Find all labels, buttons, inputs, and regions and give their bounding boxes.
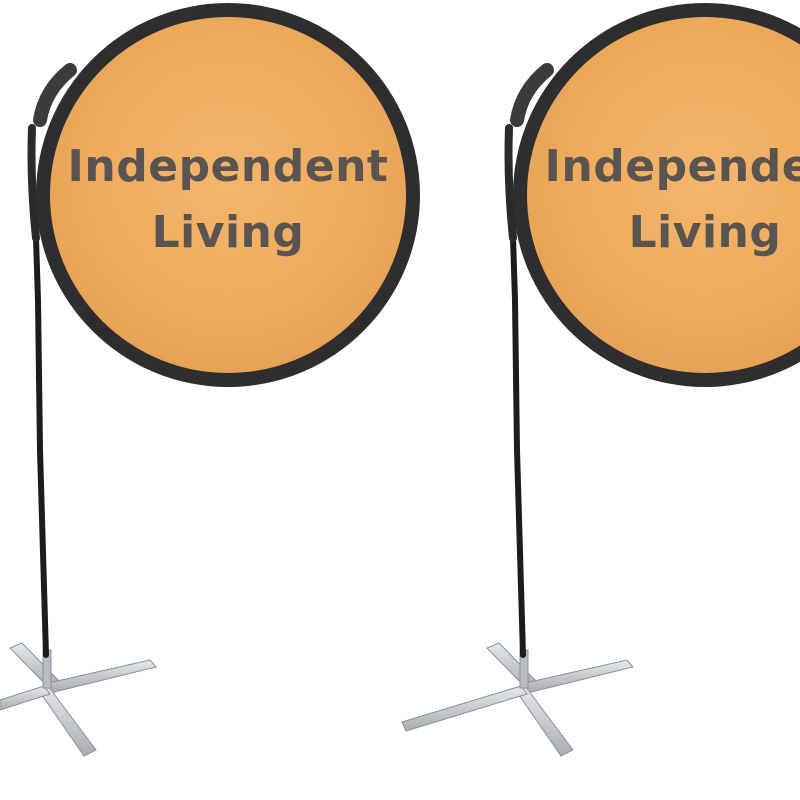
banner-text-right: Independent Living bbox=[525, 134, 800, 266]
cross-base-left bbox=[0, 642, 157, 757]
flag-stand-right bbox=[401, 3, 800, 757]
pole-left bbox=[33, 235, 49, 658]
banner-text-line2: Living bbox=[151, 207, 305, 258]
banner-text-line1: Independent bbox=[67, 141, 389, 192]
banner-text-left: Independent Living bbox=[48, 134, 408, 266]
cross-base-right bbox=[401, 642, 634, 757]
flag-stand-left bbox=[0, 3, 420, 757]
banner-left bbox=[50, 17, 406, 373]
banner-right bbox=[527, 17, 800, 373]
banner-text-line1: Independent bbox=[544, 141, 800, 192]
banner-text-line2: Living bbox=[628, 207, 782, 258]
pole-right bbox=[510, 235, 526, 658]
